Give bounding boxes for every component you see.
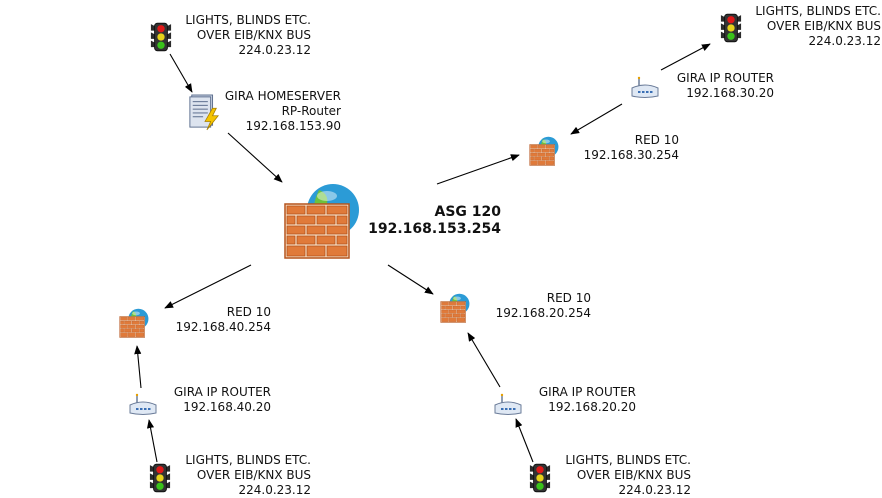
red-left-label: RED 10 192.168.40.254 <box>175 305 271 334</box>
lights-bl-traffic-light-icon <box>149 463 171 493</box>
arrow-asg-to-red-mid <box>387 264 434 295</box>
red-mid-label: RED 10 192.168.20.254 <box>495 291 591 320</box>
asg-firewall-icon <box>283 182 363 262</box>
lights-tr-label: LIGHTS, BLINDS ETC. OVER EIB/KNX BUS 224… <box>755 4 881 48</box>
lights-tl-traffic-light-icon <box>150 22 172 52</box>
lights-bm-traffic-light-icon <box>529 463 551 493</box>
red-top-label: RED 10 192.168.30.254 <box>583 133 679 162</box>
asg-label: ASG 120 192.168.153.254 <box>368 204 501 237</box>
lights-tr-traffic-light-icon <box>720 13 742 43</box>
router-left-label: GIRA IP ROUTER 192.168.40.20 <box>173 385 271 414</box>
router-top-router-icon <box>629 76 661 100</box>
router-top-label: GIRA IP ROUTER 192.168.30.20 <box>676 71 774 100</box>
router-mid-router-icon <box>492 393 524 417</box>
arrow-asg-to-red-top <box>436 154 520 185</box>
router-left-router-icon <box>127 393 159 417</box>
lights-tl-label: LIGHTS, BLINDS ETC. OVER EIB/KNX BUS 224… <box>185 13 311 57</box>
red-mid-firewall-icon <box>440 293 471 324</box>
arrow-lights-tl-to-homeserver <box>169 53 193 93</box>
homeserver-label: GIRA HOMESERVER RP-Router 192.168.153.90 <box>224 89 341 133</box>
red-left-firewall-icon <box>119 308 150 339</box>
arrow-router-mid-to-red-mid <box>467 332 501 388</box>
arrow-asg-to-red-left <box>164 264 252 309</box>
arrow-router-left-to-red-left <box>134 345 142 389</box>
arrow-router-top-to-red-top <box>570 103 623 135</box>
homeserver-server-icon <box>188 93 222 131</box>
arrow-router-top-to-lights-tr <box>660 43 711 71</box>
arrow-lights-bm-to-router-mid <box>515 418 534 463</box>
red-top-firewall-icon <box>529 136 560 167</box>
lights-bm-label: LIGHTS, BLINDS ETC. OVER EIB/KNX BUS 224… <box>565 453 691 497</box>
arrow-homeserver-to-asg <box>227 132 283 183</box>
arrow-lights-bl-to-router-left <box>146 419 158 463</box>
lights-bl-label: LIGHTS, BLINDS ETC. OVER EIB/KNX BUS 224… <box>185 453 311 497</box>
router-mid-label: GIRA IP ROUTER 192.168.20.20 <box>538 385 636 414</box>
